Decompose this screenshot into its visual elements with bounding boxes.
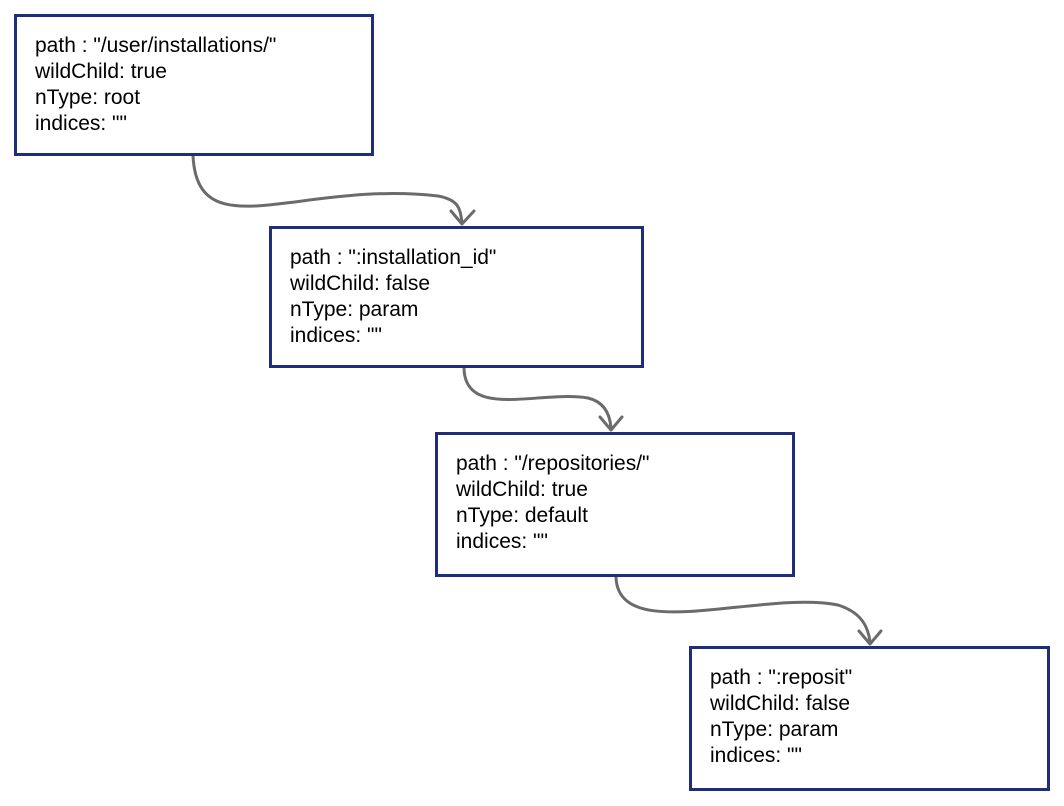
arrowhead-3-to-4-icon bbox=[857, 629, 883, 646]
node-indices: indices: "" bbox=[35, 112, 127, 135]
tree-node-repositories: path : "/repositories/" wildChild: true … bbox=[435, 432, 795, 577]
node-wildchild: wildChild: false bbox=[290, 272, 431, 295]
tree-node-root: path : "/user/installations/" wildChild:… bbox=[14, 14, 374, 156]
node-wildchild: wildChild: true bbox=[35, 60, 167, 83]
arrowhead-1-to-2-icon bbox=[449, 209, 476, 226]
node-indices: indices: "" bbox=[290, 324, 382, 347]
node-ntype: nType: root bbox=[35, 86, 141, 109]
connector-1-to-2 bbox=[191, 154, 464, 224]
node-ntype: nType: default bbox=[456, 504, 588, 527]
node-ntype: nType: param bbox=[710, 718, 839, 741]
node-path: path : "/repositories/" bbox=[456, 452, 650, 475]
node-path: path : ":reposit" bbox=[710, 666, 853, 689]
node-wildchild: wildChild: false bbox=[710, 692, 851, 715]
node-wildchild: wildChild: true bbox=[456, 478, 588, 501]
node-indices: indices: "" bbox=[456, 530, 548, 553]
node-path: path : "/user/installations/" bbox=[35, 34, 277, 57]
connector-2-to-3 bbox=[462, 366, 613, 430]
tree-node-reposit: path : ":reposit" wildChild: false nType… bbox=[689, 646, 1050, 791]
connector-3-to-4 bbox=[614, 575, 872, 644]
node-indices: indices: "" bbox=[710, 744, 802, 767]
node-ntype: nType: param bbox=[290, 298, 419, 321]
tree-node-installation-id: path : ":installation_id" wildChild: fal… bbox=[269, 226, 644, 368]
node-path: path : ":installation_id" bbox=[290, 246, 497, 269]
arrowhead-2-to-3-icon bbox=[598, 415, 624, 432]
